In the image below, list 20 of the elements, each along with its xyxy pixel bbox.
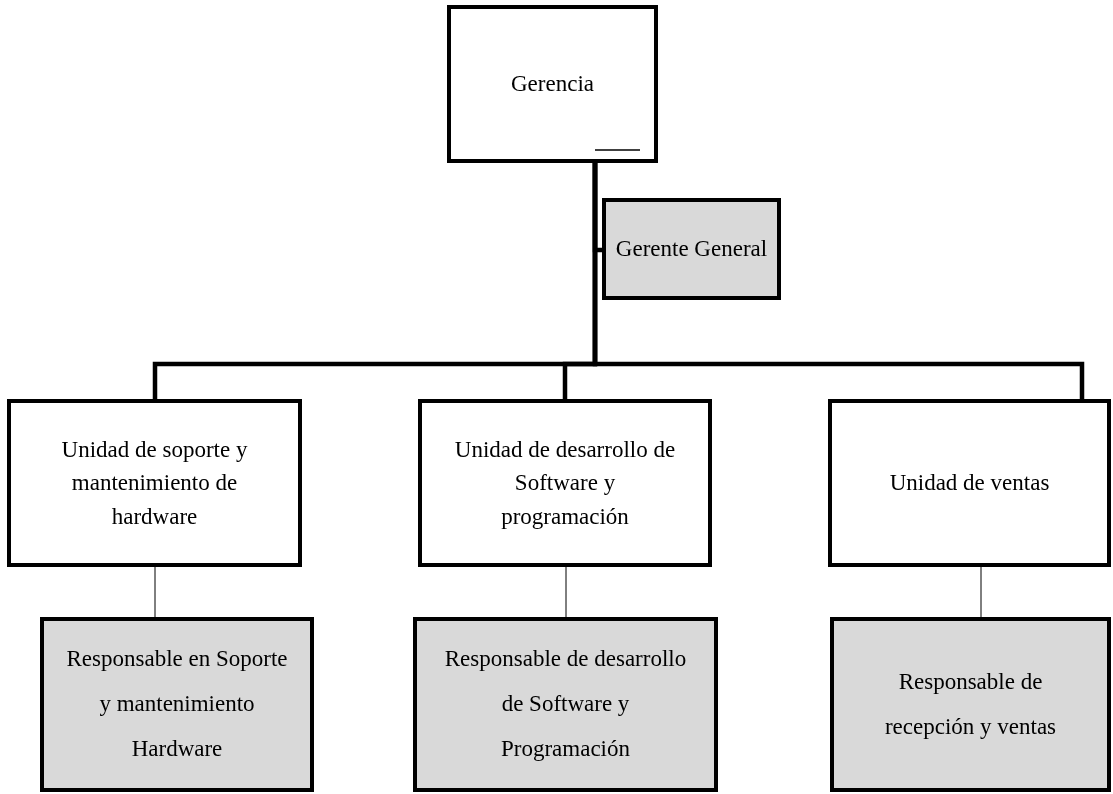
position-box bbox=[830, 617, 1111, 792]
box-label: Unidad de ventas bbox=[889, 469, 1050, 498]
box-label: Responsable en Soporte y mantenimiento Hardware bbox=[66, 645, 288, 763]
box-label: Responsable de desarrollo de Software y Programación bbox=[443, 645, 688, 763]
connector-line bbox=[154, 566, 156, 618]
department-box bbox=[447, 5, 658, 163]
connector-line bbox=[565, 566, 567, 618]
department-box bbox=[828, 399, 1111, 567]
connector-line bbox=[592, 163, 1085, 399]
box-label: Gerente General bbox=[615, 235, 768, 264]
department-box bbox=[418, 399, 712, 567]
department-box bbox=[7, 399, 302, 567]
position-box bbox=[413, 617, 718, 792]
position-box bbox=[602, 198, 781, 300]
box-label: Gerencia bbox=[511, 70, 594, 99]
connector-line bbox=[980, 566, 982, 618]
position-box bbox=[40, 617, 314, 792]
box-label: Responsable de recepción y ventas bbox=[883, 667, 1058, 741]
box-label: Unidad de soporte y mantenimiento de hardware bbox=[60, 436, 249, 531]
box-label: Unidad de desarrollo de Software y programación bbox=[453, 436, 677, 531]
